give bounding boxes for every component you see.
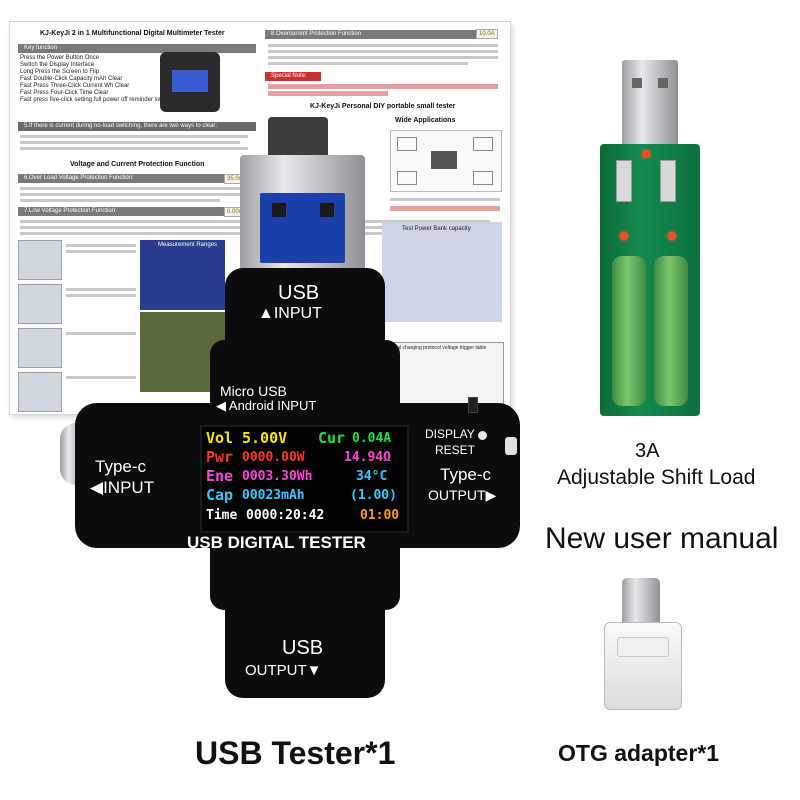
adjustable-load-board (600, 60, 710, 420)
wide-applications-label: Wide Applications (395, 117, 456, 124)
over-temp-value: 10.0A (476, 29, 498, 39)
cur-value: 0.04A (352, 431, 392, 446)
load-switch-right[interactable] (660, 160, 676, 202)
temperature-value: 34°C (356, 469, 388, 484)
usb-input-label-top: USB (278, 282, 320, 304)
manual-caption: New user manual (545, 522, 779, 555)
otg-caption: OTG adapter*1 (558, 740, 720, 766)
manual-photo-cable (18, 240, 62, 280)
current-clear-heading: 5.If there is current during no-load swi… (18, 122, 256, 131)
key-function-line: Fast press five-click setting full power… (20, 97, 199, 103)
otg-micro-plug (622, 578, 660, 626)
pd-table-title: Partial charging protocol voltage trigge… (387, 345, 487, 351)
type-c-input-label-bottom: ◀INPUT (90, 478, 155, 497)
otg-body (604, 622, 682, 710)
key-function-line: Switch the Display Interface (20, 62, 95, 68)
key-function-line: Press the Power Button Once (20, 55, 100, 61)
usb-input-label-bottom: ▲INPUT (258, 305, 322, 322)
key-function-list: Press the Power Button Once Switch the D… (20, 55, 199, 104)
type-c-output-port (505, 437, 517, 455)
manual-title: KJ-KeyJi 2 in 1 Multifunctional Digital … (40, 30, 225, 37)
manual-tester-thumbnail (160, 52, 220, 112)
vol-label: Vol (206, 429, 234, 447)
manual-photo-laptop (18, 372, 62, 412)
display-reset-label-bottom: RESET (435, 443, 476, 457)
power-bank-photo: Test Power Bank capacity (382, 222, 502, 322)
type-c-output-label-top: Type-c (440, 465, 492, 484)
tester-lcd-screen: Vol 5.00V Cur 0.04A Pwr 0000.00W 14.94Ω … (200, 425, 409, 533)
cap-value: 00023mAh (242, 488, 305, 503)
display-reset-label-top: DISPLAY (425, 427, 475, 441)
pwr-value: 0000.00W (242, 450, 305, 465)
over-voltage-heading: 6.Over Load Voltage Protection Function: (18, 174, 224, 183)
usb-tester-device: USB ▲INPUT Micro USB ◀ Android INPUT Typ… (60, 155, 530, 700)
key-function-line: Fast Press Four-Click Time Clear (20, 90, 109, 96)
cur-label: Cur (318, 429, 346, 447)
brand-label: USB DIGITAL TESTER (187, 533, 366, 552)
over-temp-heading: 8.Overcurrent Protection Function (265, 30, 476, 39)
usb-a-input-plug (240, 155, 365, 275)
pwr-label: Pwr (206, 448, 234, 466)
cap-label: Cap (206, 486, 234, 504)
load-led-right (668, 232, 676, 240)
timer-value: 01:00 (360, 508, 400, 523)
key-function-heading: Key function (18, 44, 256, 53)
usb-output-label-bottom: OUTPUT▼ (245, 662, 322, 679)
diy-title: KJ-KeyJi Personal DIY portable small tes… (310, 103, 456, 110)
key-function-line: Fast Double-Click Capacity mAh Clear (20, 76, 123, 82)
manual-photo-device (18, 328, 62, 368)
type-c-input-label-top: Type-c (95, 457, 147, 476)
display-reset-button[interactable] (478, 431, 487, 440)
ene-label: Ene (206, 467, 234, 485)
measurement-ranges-label: Measurement Ranges (158, 242, 218, 248)
micro-usb-label-top: Micro USB (220, 383, 287, 399)
load-caption-bottom: Adjustable Shift Load (557, 466, 756, 489)
measurement-ranges-panel: Measurement Ranges (140, 240, 225, 310)
load-resistor-left (612, 256, 646, 406)
load-led-top (642, 150, 650, 158)
usb-output-label-top: USB (282, 637, 324, 659)
special-note-label: Special Note: (265, 72, 321, 81)
power-bank-label: Test Power Bank capacity (402, 226, 471, 232)
resistance-value: 14.94Ω (344, 450, 391, 465)
time-label: Time (206, 508, 238, 523)
key-function-line: Long Press the Screen to Flip (20, 69, 100, 75)
load-resistor-right (654, 256, 688, 406)
manual-photo-charger (18, 284, 62, 324)
load-led-left (620, 232, 628, 240)
tester-caption: USB Tester*1 (195, 735, 396, 771)
time-value: 0000:20:42 (246, 508, 325, 523)
side-switch[interactable] (468, 397, 478, 413)
otg-adapter (600, 578, 685, 710)
low-voltage-heading: 7.Low Voltage Protection Function: (18, 207, 224, 216)
applications-diagram (390, 130, 502, 192)
load-switch-left[interactable] (616, 160, 632, 202)
vol-value: 5.00V (242, 429, 288, 447)
load-caption-top: 3A (635, 440, 660, 462)
voltage-protection-heading: Voltage and Current Protection Function (70, 161, 205, 168)
group-value: (1.00) (350, 488, 397, 503)
load-usb-plug (622, 60, 678, 148)
micro-usb-label-bottom: ◀ Android INPUT (216, 398, 317, 413)
ene-value: 0003.30Wh (242, 469, 313, 484)
key-function-line: Fast Press Three-Click Current Wh Clear (20, 83, 130, 89)
type-c-output-label-bottom: OUTPUT▶ (428, 487, 497, 503)
